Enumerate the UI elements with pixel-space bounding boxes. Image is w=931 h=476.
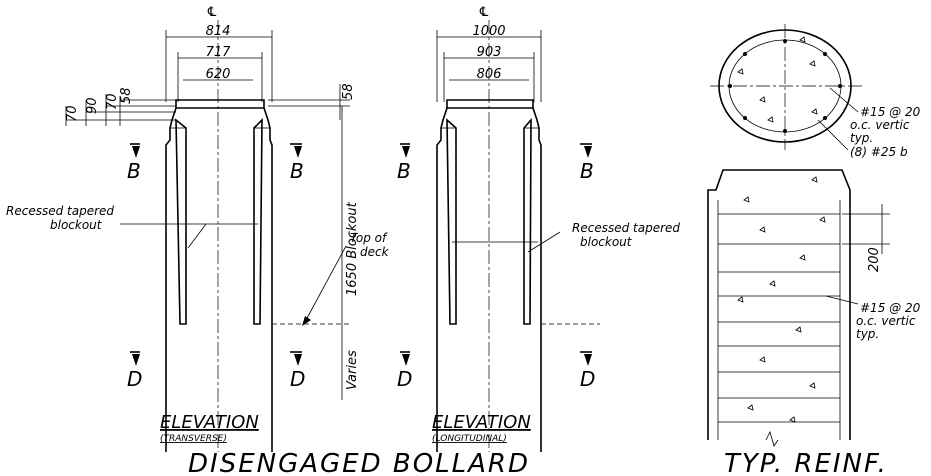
elevation-longitudinal-subtitle: (LONGITUDINAL) [432, 434, 507, 444]
centerline-symbol-2: ℄ [478, 5, 490, 20]
reinf-top-line2: o.c. vertic [850, 118, 910, 132]
reinf-top-line3: typ. [850, 131, 873, 145]
reinf-mid-line2: o.c. vertic [856, 314, 916, 328]
reinf-bars-label: (8) #25 b [850, 145, 908, 159]
dim-70-b: 70 [105, 93, 120, 110]
dim-814: 814 [206, 24, 231, 39]
section-b-left: B [127, 159, 141, 183]
section-d-right-2: D [580, 367, 595, 391]
blockout-label-line1: Recessed tapered [6, 204, 114, 218]
top-of-deck-line1: Top of [350, 231, 388, 245]
section-b-left-2: B [397, 159, 411, 183]
typical-reinforcement: #15 @ 20 o.c. vertic typ. (8) #25 b 200 … [707, 24, 921, 447]
dim-903: 903 [477, 45, 502, 60]
main-title: DISENGAGED BOLLARD [188, 449, 530, 476]
elevation-longitudinal-title: ELEVATION [432, 412, 531, 433]
varies-dim: Varies [345, 350, 360, 390]
reinf-mid-line3: typ. [856, 327, 879, 341]
blockout-label-2-line2: blockout [580, 235, 633, 249]
section-d-right: D [290, 367, 305, 391]
section-b-right-2: B [580, 159, 594, 183]
spacing-200: 200 [867, 247, 882, 272]
blockout-label-line2: blockout [50, 218, 103, 232]
section-b-right: B [290, 159, 304, 183]
elevation-transverse-subtitle: (TRANSVERSE) [160, 434, 227, 444]
dim-70-a: 70 [65, 105, 80, 122]
dim-806: 806 [477, 67, 502, 82]
reinf-title: TYP. REINF. [724, 449, 888, 476]
section-d-left: D [127, 367, 142, 391]
dim-58-left: 58 [119, 87, 134, 104]
elevation-longitudinal: ℄ 1000 903 806 Recessed tapered blockout… [397, 5, 680, 452]
dim-717: 717 [206, 45, 232, 60]
section-d-left-2: D [397, 367, 412, 391]
height-dim-1650: 1650 Blockout [345, 201, 360, 296]
top-of-deck-line2: deck [360, 245, 390, 259]
dim-90: 90 [85, 97, 100, 114]
centerline-symbol: ℄ [206, 5, 218, 20]
elevation-transverse: ℄ 814 717 620 70 90 70 58 58 [6, 5, 390, 452]
dim-1000: 1000 [472, 24, 505, 39]
reinf-top-line1: #15 @ 20 [860, 105, 921, 119]
elevation-transverse-title: ELEVATION [160, 412, 259, 433]
reinf-mid-line1: #15 @ 20 [860, 301, 921, 315]
dim-620: 620 [206, 67, 231, 82]
blockout-label-2-line1: Recessed tapered [572, 221, 680, 235]
dim-58-right: 58 [341, 83, 356, 100]
